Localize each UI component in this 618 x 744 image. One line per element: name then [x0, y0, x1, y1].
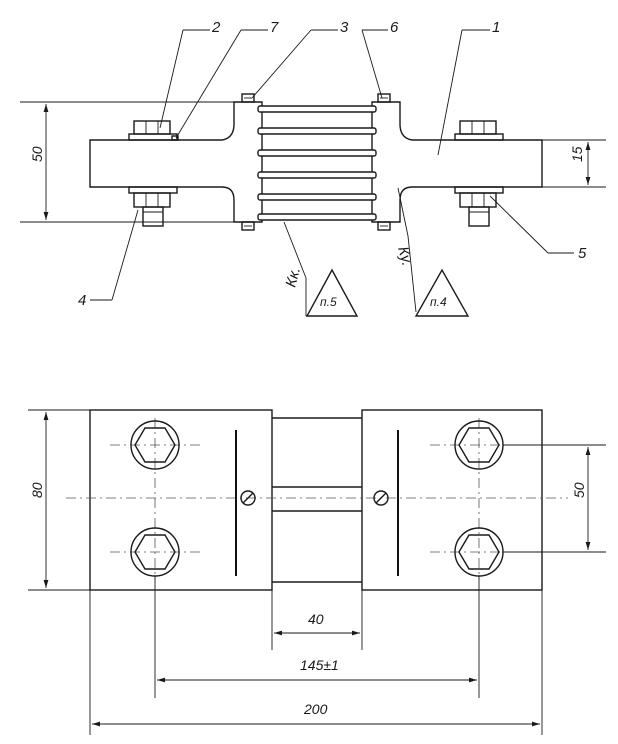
potential-screw-left [240, 490, 256, 506]
callout-3: 3 [340, 19, 349, 36]
note-p5-label: п.5 [320, 295, 337, 309]
callout-4: 4 [78, 292, 86, 309]
note-p4-label: п.4 [430, 295, 447, 309]
callout-leaders [90, 29, 574, 301]
left-block [89, 409, 273, 591]
strip-stack [272, 417, 362, 583]
surface-mark-ky: Ку. [394, 187, 417, 313]
bolt-left-top [130, 420, 180, 470]
hole-spacing-dimension: 50 [503, 444, 606, 553]
top-view: 50 15 [20, 19, 606, 317]
resistive-strips [257, 105, 377, 221]
top-height-dimension: 50 [20, 101, 240, 223]
right-nut [454, 186, 504, 227]
bottom-view: 80 50 40 145±1 [28, 409, 606, 735]
note-triangle-p5: п.5 [305, 268, 359, 317]
top-height-label: 50 [29, 146, 45, 162]
center-distance-dimension: 145±1 [157, 657, 477, 683]
right-terminal-block [371, 101, 543, 223]
surface-mark-kk-label: Кк. [282, 265, 304, 289]
height-label: 80 [29, 482, 45, 498]
joint-screw-top-left [241, 93, 255, 103]
thickness-label: 15 [569, 146, 585, 162]
horizontal-extension-lines [89, 576, 543, 735]
left-bolt-head [128, 120, 179, 141]
joint-screw-top-right [377, 93, 391, 103]
overall-length-dimension: 200 [92, 701, 540, 727]
center-distance-label: 145±1 [300, 657, 339, 673]
hole-spacing-label: 50 [571, 482, 587, 498]
callout-6: 6 [390, 19, 399, 36]
overall-length-label: 200 [303, 701, 328, 717]
surface-mark-ky-label: Ку. [394, 245, 415, 268]
left-nut [128, 186, 178, 227]
gap-label: 40 [308, 611, 324, 627]
height-dimension: 80 [28, 409, 90, 591]
thickness-dimension: 15 [542, 139, 606, 188]
callout-7: 7 [270, 19, 279, 36]
right-bolt-head [454, 120, 504, 141]
gap-dimension: 40 [274, 611, 360, 636]
centerlines [66, 418, 568, 580]
potential-screw-right [373, 490, 389, 506]
right-block [361, 409, 543, 591]
callout-1: 1 [492, 19, 500, 36]
joint-screw-bottom-left [241, 221, 255, 231]
left-terminal-block [89, 101, 263, 223]
note-triangle-p4: п.4 [414, 268, 470, 317]
surface-mark-kk: Кк. [282, 221, 307, 316]
callout-2: 2 [211, 19, 221, 36]
joint-screw-bottom-right [377, 221, 391, 231]
callout-5: 5 [578, 245, 587, 262]
